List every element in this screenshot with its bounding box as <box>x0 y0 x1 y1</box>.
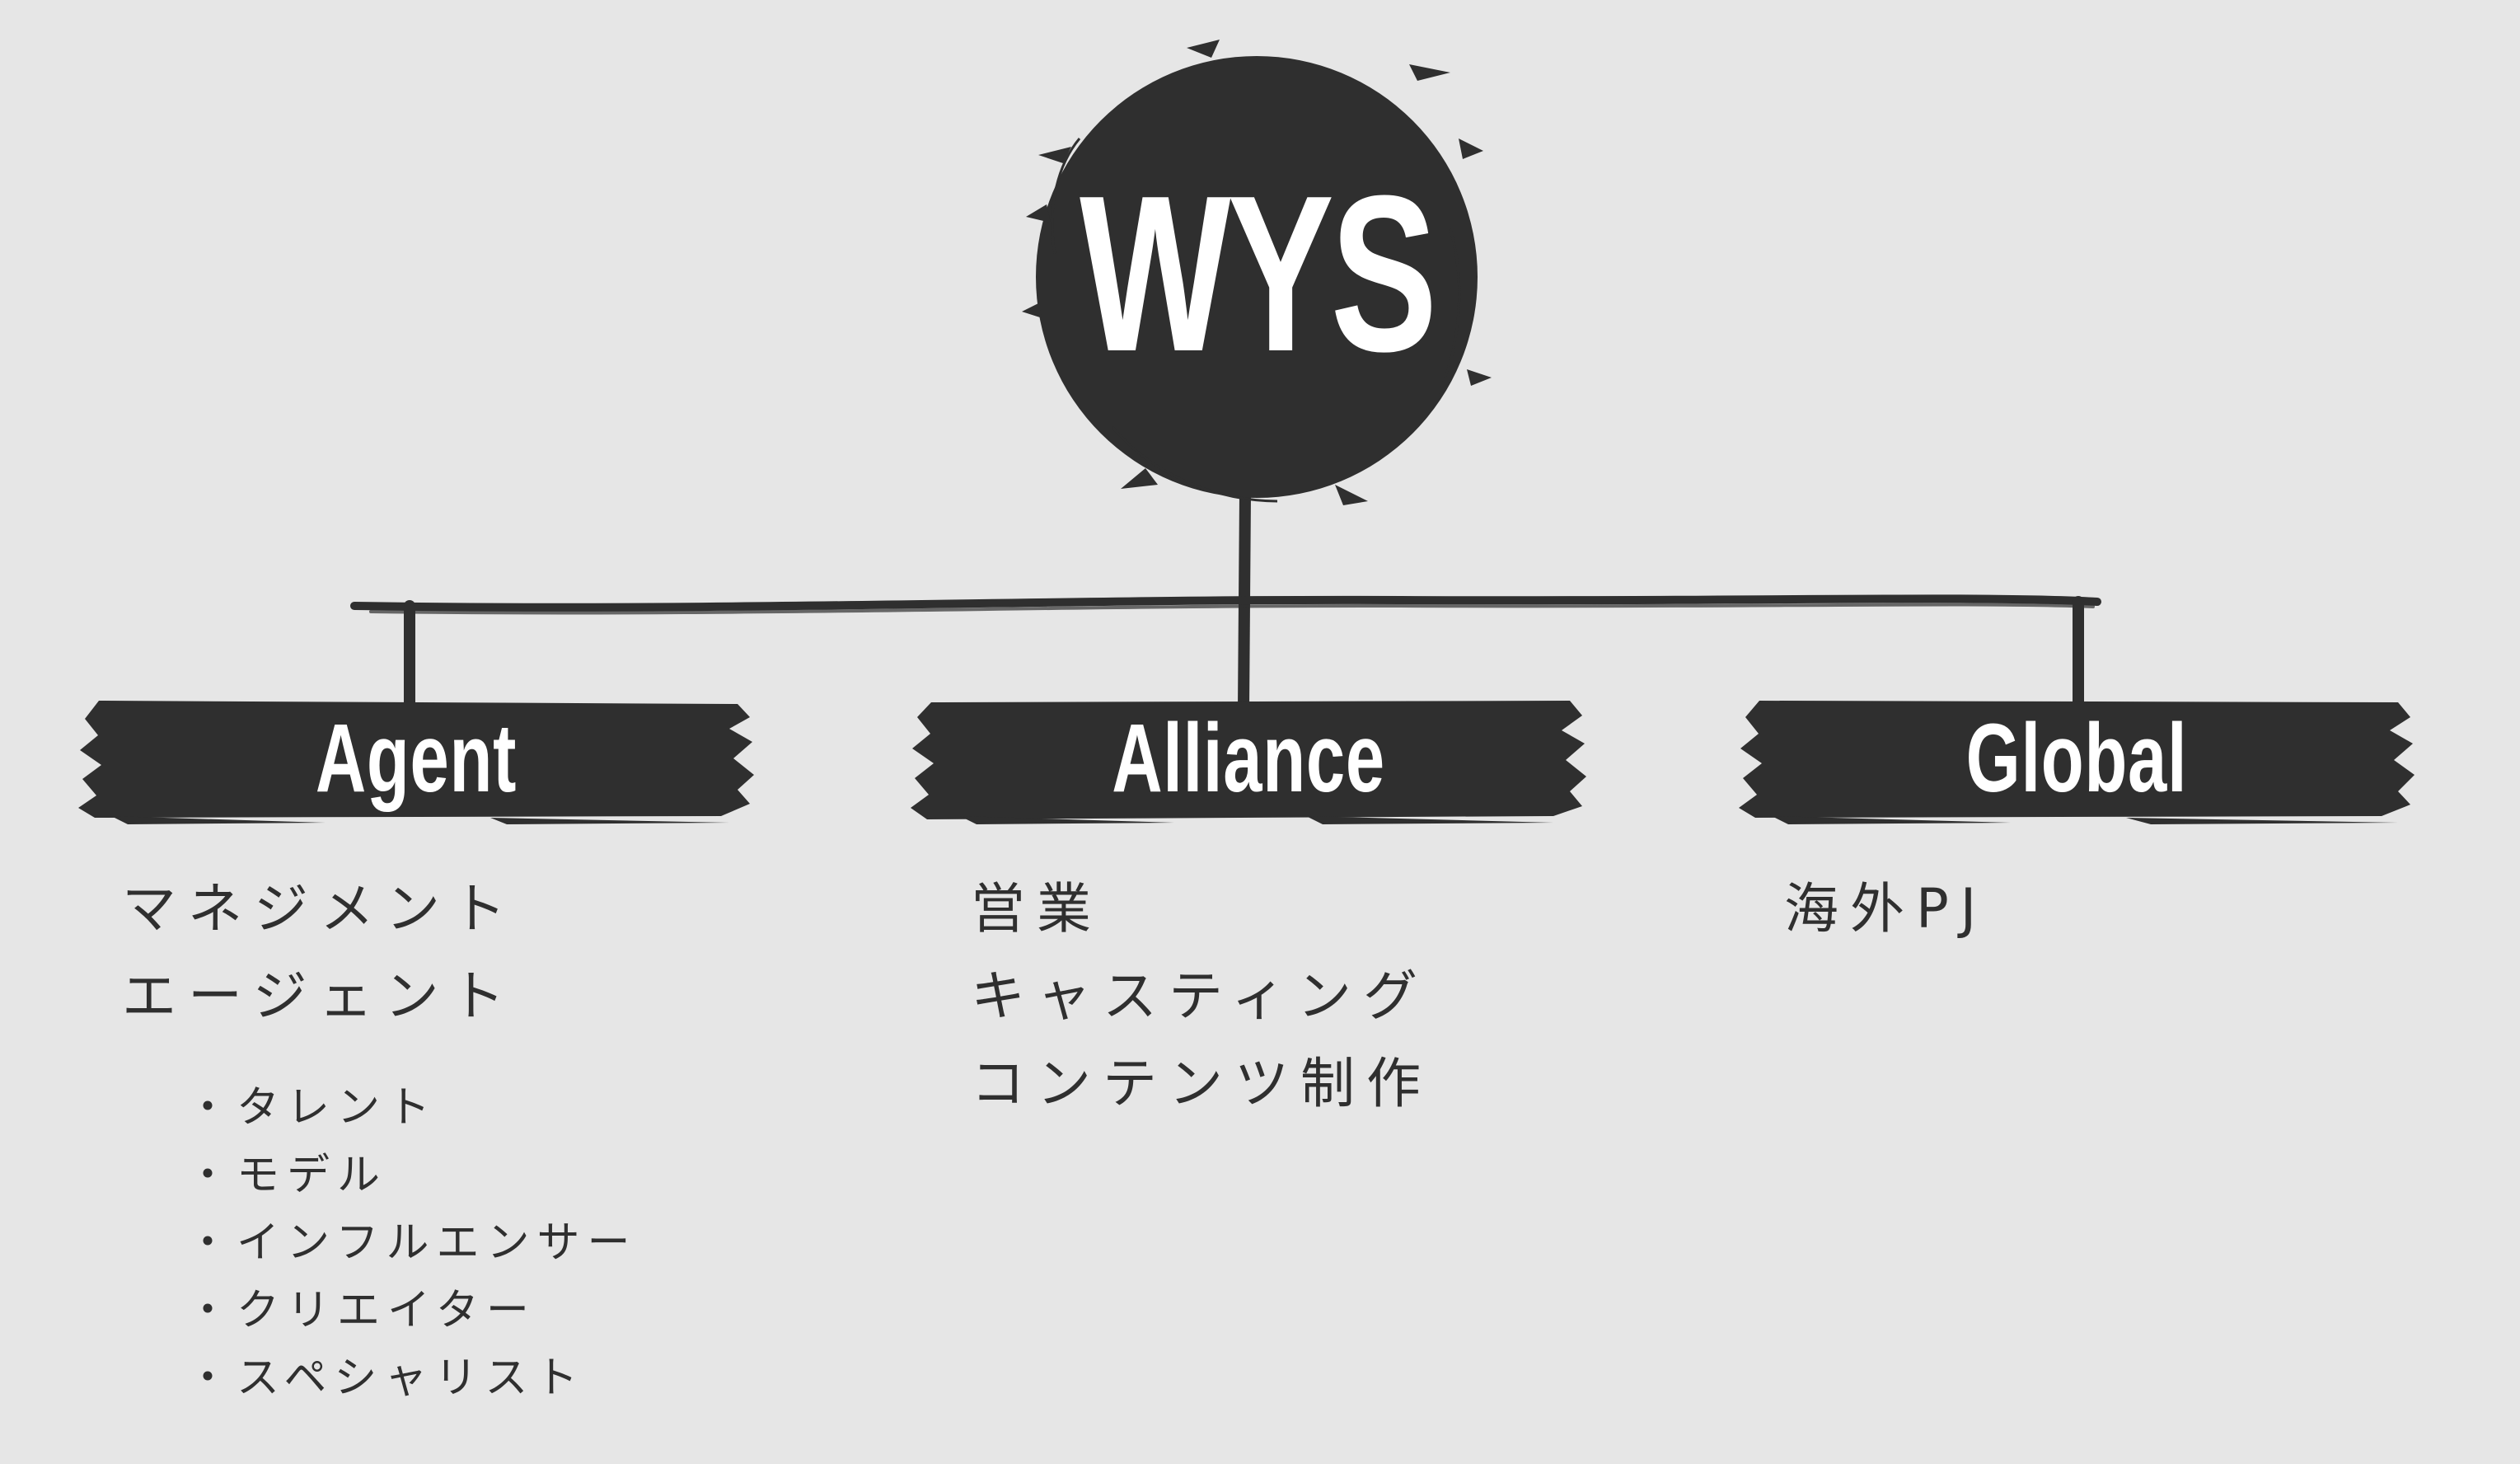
root-label: WYS <box>1080 150 1437 398</box>
list-item: コンテンツ制作 <box>971 1052 1432 1115</box>
brush-circle-icon <box>1022 40 1492 505</box>
agent-items: マネジメント エージェント <box>122 866 518 1040</box>
global-banner: Global <box>1739 692 2415 824</box>
alliance-label: Alliance <box>1112 704 1385 813</box>
brush-stroke-icon <box>78 701 754 824</box>
list-item: エージェント <box>122 964 517 1028</box>
agent-banner: Agent <box>78 692 754 824</box>
root-node <box>1022 40 1492 509</box>
global-label: Global <box>1965 704 2188 813</box>
agent-label: Agent <box>315 704 518 813</box>
brush-stroke-icon <box>911 701 1586 824</box>
list-item: ・スペシャリスト <box>186 1354 586 1403</box>
list-item: ・インフルエンサー <box>186 1218 638 1268</box>
list-item: 海外PJ <box>1784 877 1988 941</box>
list-item: ・モデル <box>186 1151 388 1200</box>
alliance-banner: Alliance <box>911 692 1586 824</box>
horizontal-bar <box>350 594 2101 612</box>
global-items: 海外PJ <box>1784 866 1988 953</box>
brush-stroke-icon <box>1739 701 2415 824</box>
list-item: マネジメント <box>122 877 518 941</box>
alliance-items: 営業 キャスティング コンテンツ制作 <box>971 866 1432 1128</box>
list-item: キャスティング <box>971 964 1430 1028</box>
list-item: ・タレント <box>186 1083 438 1133</box>
agent-subitems: ・タレント ・モデル ・インフルエンサー ・クリエイター ・スペシャリスト <box>186 1074 637 1412</box>
list-item: 営業 <box>971 877 1103 941</box>
list-item: ・クリエイター <box>186 1286 536 1335</box>
